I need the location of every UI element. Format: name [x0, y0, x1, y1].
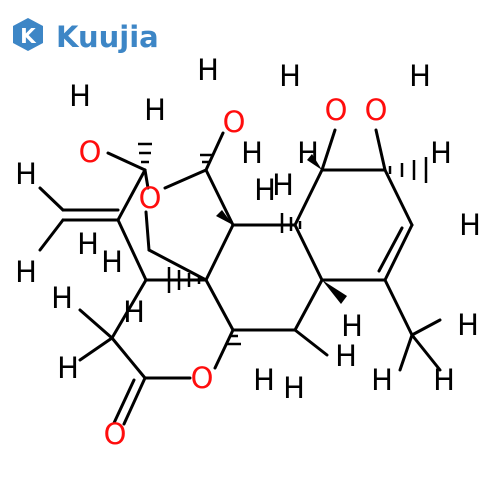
hydrogen-label: H: [371, 363, 393, 397]
hydrogen-label: H: [77, 227, 99, 261]
hydrogen-label: H: [57, 351, 79, 385]
atom-labels: H O H O H O H H H H O H H O H H H H H H …: [15, 53, 481, 451]
wedge-bond: [307, 154, 322, 170]
hash-bond: [280, 213, 302, 233]
hash-bond: [227, 334, 241, 346]
hash-bond: [388, 157, 428, 183]
brand-logo: K Kuujia: [13, 18, 159, 54]
hydrogen-label: H: [51, 281, 73, 315]
hydrogen-label: H: [197, 53, 219, 87]
hydrogen-label: H: [101, 245, 123, 279]
oxygen-label: O: [365, 93, 388, 127]
hydrogen-label: H: [253, 363, 275, 397]
oxygen-label: O: [79, 135, 102, 169]
wedge-bond: [322, 280, 347, 304]
hydrogen-label: H: [15, 255, 37, 289]
hydrogen-label: H: [341, 309, 363, 343]
hydrogen-label: H: [459, 208, 481, 242]
hydrogen-label: H: [241, 136, 263, 170]
oxygen-label: O: [139, 181, 162, 215]
hydrogen-label: H: [69, 79, 91, 113]
logo-icon: K: [13, 18, 43, 51]
stereo-bonds: [138, 142, 428, 346]
hydrogen-label: H: [272, 168, 294, 202]
hydrogen-label: H: [123, 295, 145, 329]
hydrogen-label: H: [433, 363, 455, 397]
hydrogen-label: H: [15, 157, 37, 191]
oxygen-label: O: [325, 93, 348, 127]
hydrogen-label: H: [144, 93, 166, 127]
hydrogen-label: H: [254, 173, 276, 207]
hash-bond: [138, 142, 152, 164]
hydrogen-label: H: [335, 339, 357, 373]
wedge-bond: [216, 210, 233, 225]
hash-bond: [200, 153, 212, 164]
hydrogen-label: H: [297, 136, 319, 170]
hydrogen-label: H: [430, 136, 452, 170]
hydrogen-label: H: [409, 59, 431, 93]
hydrogen-label: H: [279, 59, 301, 93]
hash-bond: [167, 267, 201, 293]
svg-text:K: K: [20, 24, 37, 48]
hydrogen-label: H: [283, 371, 305, 405]
oxygen-label: O: [223, 105, 246, 139]
oxygen-label: O: [191, 361, 214, 395]
hydrogen-label: H: [457, 308, 479, 342]
brand-name: Kuujia: [56, 20, 159, 54]
oxygen-label: O: [104, 417, 127, 451]
